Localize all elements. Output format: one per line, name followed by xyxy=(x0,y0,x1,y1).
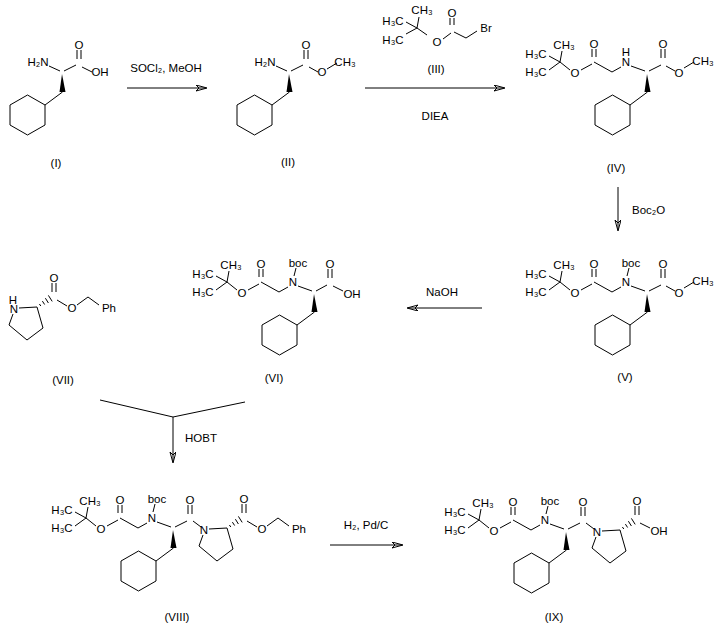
atom-label-o: O xyxy=(633,495,642,507)
atom-label-n: N xyxy=(200,524,208,536)
atom-label-o: O xyxy=(675,67,684,79)
compound-iv-structure: CH₃ H₃C H₃C O O H N O O CH₃ (IV) xyxy=(525,38,714,174)
atom-label-o: O xyxy=(75,39,84,51)
compound-viii-structure: CH₃ H₃C H₃C O O boc N O N O O Ph (VIII) xyxy=(51,493,306,623)
reagent-label-step3: Boc₂O xyxy=(632,204,665,216)
compound-vii-label: (VII) xyxy=(52,374,74,386)
arrow-step1: SOCl₂, MeOH xyxy=(127,62,206,88)
atom-label-h3c: H₃C xyxy=(51,522,72,534)
atom-label-o: O xyxy=(571,67,580,79)
atom-label-o: O xyxy=(659,258,668,270)
atom-label-oh: OH xyxy=(650,525,667,537)
compound-ii-label: (II) xyxy=(281,156,295,168)
arrow-step2: DIEA xyxy=(365,88,504,122)
compound-ix-structure: CH₃ H₃C H₃C O O boc N O N O OH (IX) xyxy=(444,495,667,623)
atom-label-h3c: H₃C xyxy=(444,506,465,518)
compound-ii-structure: H₂N O O CH₃ (II) xyxy=(237,39,356,168)
arrow-step3: Boc₂O xyxy=(618,187,665,230)
compound-i-label: (I) xyxy=(51,157,62,169)
atom-label-boc: boc xyxy=(289,257,308,269)
atom-label-h3c: H₃C xyxy=(51,504,72,516)
compound-i-structure: H₂N O OH (I) xyxy=(10,39,109,169)
atom-label-ch3: CH₃ xyxy=(411,4,433,16)
atom-label-n: N xyxy=(541,514,549,526)
atom-label-h3c: H₃C xyxy=(192,286,213,298)
atom-label-o: O xyxy=(68,302,77,314)
atom-label-ch3: CH₃ xyxy=(692,55,714,67)
atom-label-h3c: H₃C xyxy=(382,15,403,27)
atom-label-ch3: CH₃ xyxy=(472,497,494,509)
atom-label-h3c: H₃C xyxy=(525,286,546,298)
atom-label-o: O xyxy=(590,258,599,270)
arrow-step5: HOBT xyxy=(100,400,245,462)
atom-label-n: N xyxy=(593,526,601,538)
reagent-label-step2-base: DIEA xyxy=(422,110,449,122)
arrow-step4: NaOH xyxy=(408,286,482,308)
atom-label-boc: boc xyxy=(622,257,641,269)
compound-vi-label: (VI) xyxy=(265,372,284,384)
atom-label-ch3: CH₃ xyxy=(553,259,575,271)
atom-label-o: O xyxy=(509,496,518,508)
compound-iii-label: (III) xyxy=(427,63,444,75)
atom-label-o: O xyxy=(238,287,247,299)
atom-label-ch3: CH₃ xyxy=(692,275,714,287)
compound-v-label: (V) xyxy=(617,371,633,383)
reagent-label-step1: SOCl₂, MeOH xyxy=(130,62,202,74)
atom-label-o: O xyxy=(257,258,266,270)
atom-label-o: O xyxy=(302,39,311,51)
atom-label-o: O xyxy=(448,7,457,19)
atom-label-o: O xyxy=(97,523,106,535)
atom-label-o: O xyxy=(258,523,267,535)
atom-label-n: N xyxy=(148,512,156,524)
atom-label-o: O xyxy=(186,494,195,506)
atom-label-h3c: H₃C xyxy=(525,48,546,60)
atom-label-h3c: H₃C xyxy=(525,66,546,78)
atom-label-o: O xyxy=(675,287,684,299)
atom-label-oh: OH xyxy=(343,288,360,300)
atom-label-o: O xyxy=(50,272,59,284)
atom-label-h3c: H₃C xyxy=(192,268,213,280)
atom-label-ph: Ph xyxy=(292,523,306,535)
atom-label-ch3: CH₃ xyxy=(334,56,356,68)
arrow-step6: H₂, Pd/C xyxy=(330,519,402,545)
reagent-label-step4: NaOH xyxy=(426,286,458,298)
atom-label-br: Br xyxy=(480,22,492,34)
atom-label-ch3: CH₃ xyxy=(79,495,101,507)
atom-label-o: O xyxy=(318,66,327,78)
atom-label-h2n: H₂N xyxy=(254,56,275,68)
atom-label-n: N xyxy=(622,56,630,68)
atom-label-h2n: H₂N xyxy=(27,56,48,68)
atom-label-oh: OH xyxy=(91,66,108,78)
atom-label-n: N xyxy=(10,303,18,315)
atom-label-o: O xyxy=(240,493,249,505)
atom-label-o: O xyxy=(579,496,588,508)
atom-label-ch3: CH₃ xyxy=(220,259,242,271)
atom-label-o: O xyxy=(116,494,125,506)
atom-label-o: O xyxy=(571,287,580,299)
compound-v-structure: CH₃ H₃C H₃C O O boc N O O CH₃ (V) xyxy=(525,257,714,383)
atom-label-o: O xyxy=(490,525,499,537)
atom-label-n: N xyxy=(622,276,630,288)
atom-label-o: O xyxy=(433,36,442,48)
compound-viii-label: (VIII) xyxy=(165,611,190,623)
compound-iii-structure: CH₃ H₃C H₃C O O Br (III) xyxy=(382,4,492,75)
atom-label-ph: Ph xyxy=(102,302,116,314)
atom-label-boc: boc xyxy=(541,495,560,507)
atom-label-ch3: CH₃ xyxy=(553,39,575,51)
compound-ix-label: (IX) xyxy=(545,611,564,623)
atom-label-h3c: H₃C xyxy=(444,524,465,536)
atom-label-o: O xyxy=(326,258,335,270)
compound-vii-structure: H N O O Ph (VII) xyxy=(9,272,116,386)
atom-label-boc: boc xyxy=(148,493,167,505)
atom-label-o: O xyxy=(659,38,668,50)
atom-label-h3c: H₃C xyxy=(382,34,403,46)
compound-vi-structure: CH₃ H₃C H₃C O O boc N O OH (VI) xyxy=(192,257,360,384)
atom-label-h3c: H₃C xyxy=(525,268,546,280)
reagent-label-step6: H₂, Pd/C xyxy=(344,519,389,531)
reagent-label-step5: HOBT xyxy=(185,432,217,444)
atom-label-n: N xyxy=(289,276,297,288)
compound-iv-label: (IV) xyxy=(607,162,626,174)
atom-label-o: O xyxy=(590,38,599,50)
